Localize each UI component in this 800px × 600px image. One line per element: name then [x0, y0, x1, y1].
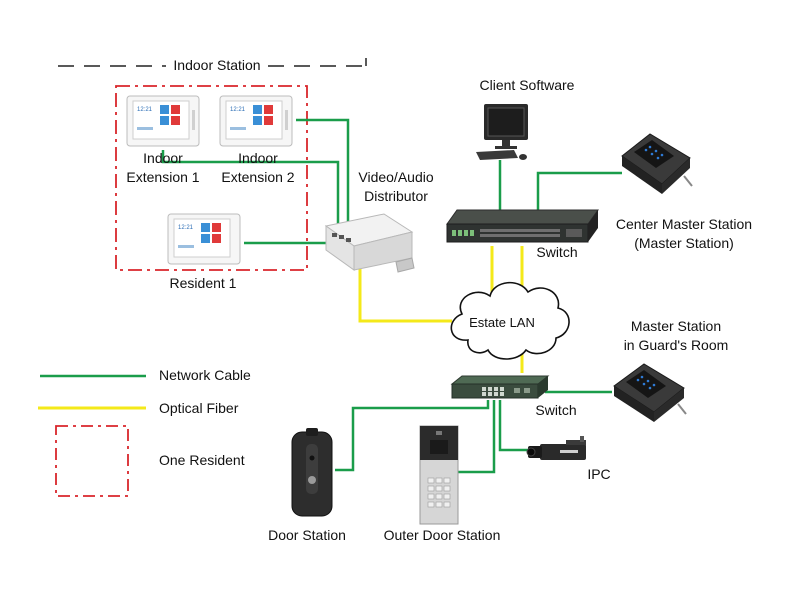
- estate-lan-label: Estate LAN: [469, 315, 535, 330]
- outer-door-station[interactable]: Outer Door Station: [384, 425, 501, 543]
- network-cables: [161, 118, 622, 474]
- resident-boundary: [115, 85, 308, 271]
- distributor-label-1: Video/Audio: [358, 169, 433, 185]
- switch-top[interactable]: Switch: [446, 209, 599, 260]
- resident-1-label: Resident 1: [170, 275, 237, 291]
- master-station-phone-icon: [613, 363, 687, 422]
- indoor-monitor-icon: 12:21: [167, 213, 241, 265]
- indoor-extension-2[interactable]: 12:21 Indoor Extension 2: [219, 95, 295, 185]
- indoor-monitor-icon: 12:21: [126, 95, 200, 147]
- legend-one-resident-swatch: [55, 425, 129, 497]
- master-station-phone-icon: [621, 133, 693, 194]
- door-station-icon: [291, 428, 333, 517]
- screen-clock: 12:21: [178, 225, 194, 231]
- indoor-extension-1-label-2: Extension 1: [126, 169, 199, 185]
- indoor-station-label: Indoor Station: [173, 57, 260, 73]
- screen-clock: 12:21: [137, 107, 153, 113]
- master-guard-label-2: in Guard's Room: [624, 337, 729, 353]
- estate-lan[interactable]: Estate LAN: [450, 281, 570, 360]
- legend-one-resident-label: One Resident: [159, 452, 245, 468]
- legend-optical-fiber-label: Optical Fiber: [159, 400, 239, 416]
- center-master-label-1: Center Master Station: [616, 216, 752, 232]
- indoor-station-header: Indoor Station: [58, 57, 367, 73]
- resident-1[interactable]: 12:21 Resident 1: [167, 213, 241, 291]
- master-guard-label-1: Master Station: [631, 318, 721, 334]
- legend-network-cable-label: Network Cable: [159, 367, 251, 383]
- computer-icon: [476, 104, 528, 160]
- door-station[interactable]: Door Station: [268, 428, 346, 543]
- distributor-box-icon: [324, 213, 415, 273]
- network-switch-icon: [450, 375, 550, 399]
- screen-clock: 12:21: [230, 107, 246, 113]
- ipc[interactable]: IPC: [526, 436, 611, 482]
- switch-bottom[interactable]: Switch: [450, 375, 577, 418]
- ipc-camera-icon: [526, 436, 586, 460]
- switch-bottom-label: Switch: [535, 402, 576, 418]
- network-switch-icon: [446, 209, 599, 243]
- indoor-extension-2-label-2: Extension 2: [221, 169, 294, 185]
- center-master-station[interactable]: Center Master Station (Master Station): [616, 133, 752, 251]
- center-master-label-2: (Master Station): [634, 235, 734, 251]
- ipc-label: IPC: [587, 466, 610, 482]
- indoor-extension-1-label-1: Indoor: [143, 150, 183, 166]
- switch-top-label: Switch: [536, 244, 577, 260]
- client-software-label: Client Software: [480, 77, 575, 93]
- indoor-extension-2-label-1: Indoor: [238, 150, 278, 166]
- outer-door-station-label: Outer Door Station: [384, 527, 501, 543]
- master-station-guard[interactable]: Master Station in Guard's Room: [613, 318, 729, 422]
- door-station-label: Door Station: [268, 527, 346, 543]
- indoor-monitor-icon: 12:21: [219, 95, 293, 147]
- indoor-extension-1[interactable]: 12:21 Indoor Extension 1: [126, 95, 200, 185]
- distributor-label-2: Distributor: [364, 188, 428, 204]
- outer-door-station-icon: [419, 425, 459, 525]
- legend: Network Cable Optical Fiber One Resident: [38, 367, 251, 497]
- video-audio-distributor[interactable]: Video/Audio Distributor: [324, 169, 434, 273]
- cloud-icon: [450, 281, 570, 360]
- client-software[interactable]: Client Software: [476, 77, 575, 160]
